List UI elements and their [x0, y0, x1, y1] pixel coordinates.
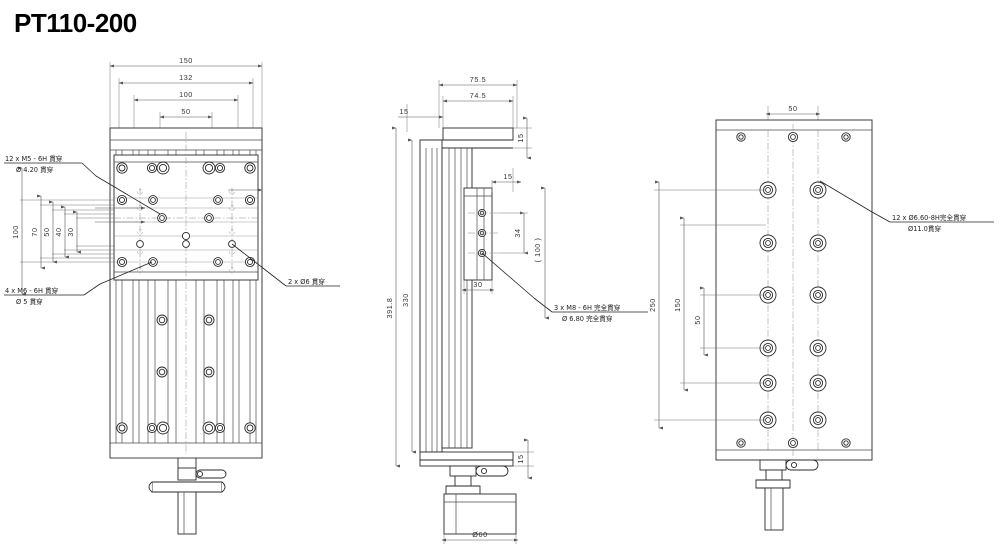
dim-side-100-ref: ( 100 ): [533, 238, 542, 263]
side-view-dim-15-right: 15: [513, 116, 532, 160]
side-view-notes: 3 x M8 - 6H 完全貫穿 Ø 6.80 完全貫穿: [481, 252, 648, 323]
side-view-block-dims: 15 30 34 ( 100 ): [461, 168, 549, 320]
dim-left-70: 70: [30, 227, 39, 236]
dim-top-150: 150: [179, 56, 193, 65]
dim-side-15-block: 15: [503, 172, 512, 181]
note-4xm6-line2: Ø 5 貫穿: [16, 297, 43, 306]
dim-top-100: 100: [179, 90, 193, 99]
top-view-notes: 12 x M5 - 6H 貫穿 Ø 4.20 貫穿 4 x M6 - 6H 貫穿…: [4, 154, 340, 306]
note-12xd66-line2: Ø11.0貫穿: [908, 224, 941, 233]
dim-side-34: 34: [513, 228, 522, 237]
dim-left-100: 100: [11, 225, 20, 239]
hole-row-4: [759, 339, 827, 357]
hole-row-1: [759, 181, 827, 199]
top-view-fasteners-bottom-row: [116, 421, 256, 435]
dim-side-30-block: 30: [473, 280, 482, 289]
note-4xm6-line1: 4 x M6 - 6H 貫穿: [5, 286, 59, 295]
dim-top-132: 132: [179, 73, 193, 82]
dim-side-d60: Ø60: [472, 530, 487, 539]
view-side: 75.5 74.5 15 15: [385, 75, 648, 544]
dim-side-15-bottom: 15: [516, 454, 525, 463]
note-3xm8-line1: 3 x M8 - 6H 完全貫穿: [554, 303, 621, 312]
dim-left-30: 30: [66, 227, 75, 236]
dim-side-330: 330: [401, 293, 410, 307]
end-view-notes: 12 x Ø6.60-8H完全貫穿 Ø11.0貫穿: [819, 180, 994, 233]
dim-end-250: 250: [648, 298, 657, 312]
dim-left-40: 40: [54, 227, 63, 236]
dim-end-50-top: 50: [788, 104, 797, 113]
top-view-dimensions-vertical: 100 70 50 40 30: [11, 166, 115, 296]
top-view-fasteners-top-row: [116, 161, 256, 175]
hole-row-2: [759, 234, 827, 252]
dim-end-50: 50: [693, 315, 702, 324]
page-title: PT110-200: [14, 8, 137, 38]
end-view-corner-fasteners: [736, 131, 851, 449]
note-2xd6-line1: 2 x Ø6 貫穿: [288, 277, 325, 286]
note-12xm5-line2: Ø 4.20 貫穿: [16, 165, 54, 174]
dim-side-75-5: 75.5: [470, 75, 486, 84]
dim-left-50: 50: [42, 227, 51, 236]
side-view-handwheel: Ø60: [441, 465, 519, 544]
dim-side-15-top: 15: [399, 107, 408, 116]
hole-row-3: [759, 286, 827, 304]
end-view-dimensions-vertical: 250 150 50: [648, 180, 766, 430]
side-view-dimensions-top: 75.5 74.5 15: [398, 75, 518, 132]
top-view-handwheel: [148, 458, 227, 535]
view-end: 50: [648, 104, 994, 531]
hole-row-5: [759, 374, 827, 392]
dim-side-15-upper-right: 15: [516, 133, 525, 142]
top-view-dimensions-horizontal: 150 132 100 50: [109, 56, 263, 150]
note-3xm8-line2: Ø 6.80 完全貫穿: [562, 314, 613, 323]
dim-end-150: 150: [673, 298, 682, 312]
top-view-body: [109, 127, 263, 459]
side-view-dimensions-vertical: 391.8 330: [385, 126, 416, 468]
side-view-dim-15-bottom: 15: [513, 438, 534, 480]
dim-side-74-5: 74.5: [470, 91, 486, 100]
end-view-hole-pattern: [759, 181, 827, 429]
end-view-body: [715, 119, 873, 461]
dim-side-391-8: 391.8: [385, 298, 394, 319]
end-view-handwheel: [755, 459, 819, 531]
note-12xm5-line1: 12 x M5 - 6H 貫穿: [5, 154, 63, 163]
side-view-body: [419, 127, 514, 467]
note-12xd66-line1: 12 x Ø6.60-8H完全貫穿: [892, 213, 967, 222]
hole-row-6: [759, 411, 827, 429]
dim-top-50: 50: [181, 107, 190, 116]
top-view-inner-dim-arrows: [95, 188, 263, 224]
view-top: 150 132 100 50: [4, 56, 340, 535]
